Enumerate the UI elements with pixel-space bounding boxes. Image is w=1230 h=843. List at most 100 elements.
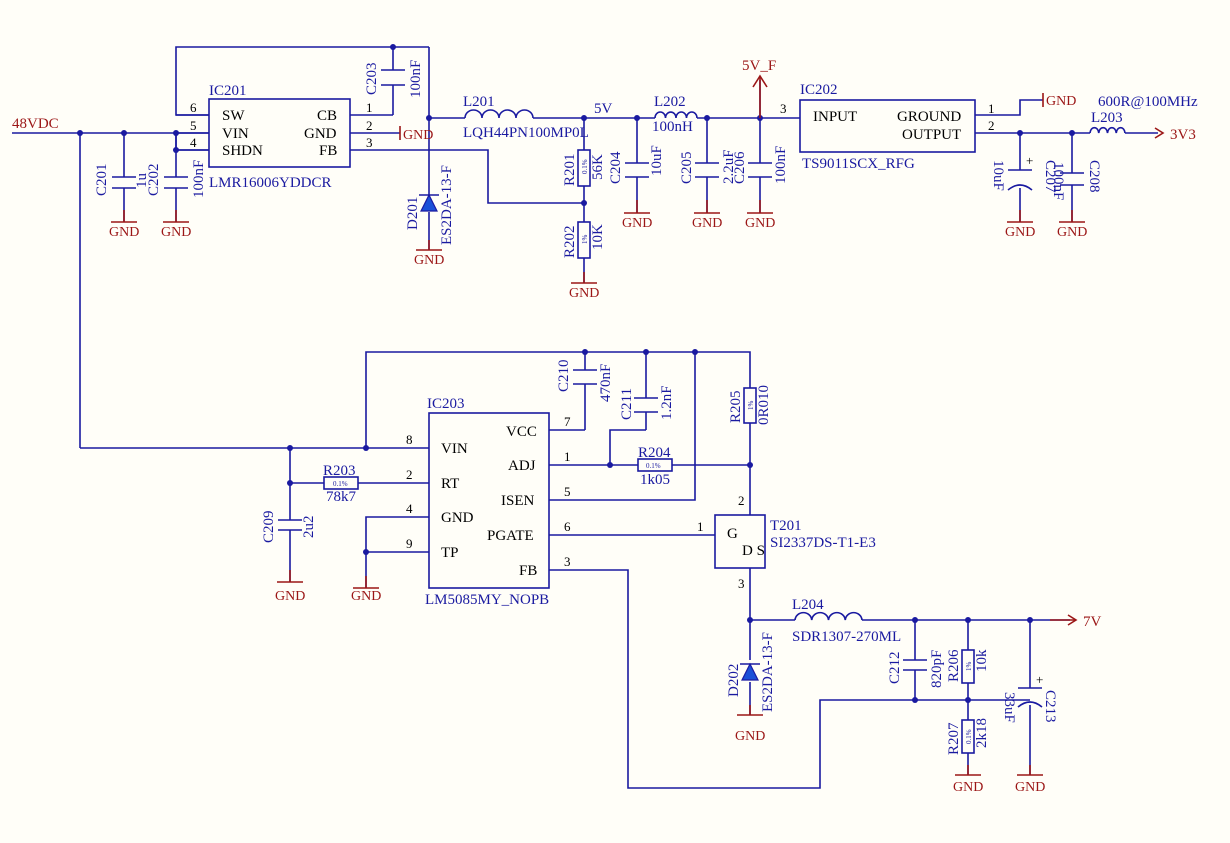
r204: 0.1% R204 1k05 — [637, 445, 673, 488]
c212-ref: C212 — [887, 651, 903, 684]
c212-val: 820pF — [929, 650, 945, 688]
c211-ref: C211 — [619, 388, 635, 420]
svg-text:GND: GND — [1005, 225, 1035, 240]
diodes: D201 ES2DA-13-F D202 ES2DA-13-F — [405, 165, 776, 712]
gnd-d202: GND — [735, 705, 765, 744]
c204: C204 10uF — [608, 145, 665, 184]
ic203-pin-isen: ISEN — [501, 493, 535, 509]
t201-part: SI2337DS-T1-E3 — [770, 535, 876, 551]
t201-ds: D S — [742, 543, 765, 559]
svg-text:GND: GND — [1015, 780, 1045, 795]
r207-val: 2k18 — [974, 718, 990, 748]
ic202-pin-num: 3 — [780, 101, 787, 116]
r205: 1% R205 0R010 — [728, 385, 772, 425]
ic203-pin-rt: RT — [441, 476, 459, 492]
svg-text:+: + — [1026, 153, 1033, 168]
ic203-pin-num: 4 — [406, 501, 413, 516]
junctions — [77, 44, 1075, 703]
r206-ref: R206 — [946, 649, 962, 682]
t201-gate: G — [727, 526, 738, 542]
ic203-pin-num: 5 — [564, 484, 571, 499]
r207-tol: 0.1% — [965, 729, 973, 744]
svg-text:GND: GND — [351, 589, 381, 604]
c210-ref: C210 — [556, 359, 572, 392]
c213: + C213 33uF — [1001, 672, 1058, 723]
gnd-ic201: GND — [399, 126, 433, 143]
ic202-ref: IC202 — [800, 82, 838, 98]
l204-val: SDR1307-270ML — [792, 629, 901, 645]
c209: C209 2u2 — [261, 510, 317, 543]
resistors: 0.1% R201 56K 1% R202 10K 0.1% R203 78k7… — [323, 149, 990, 755]
ic203-pin-tp: TP — [441, 545, 459, 561]
svg-text:GND: GND — [109, 225, 139, 240]
c202-ref: C202 — [146, 163, 162, 196]
ic202-pin-output: OUTPUT — [902, 127, 961, 143]
l201-ref: L201 — [463, 94, 495, 110]
ic203-pin-num: 3 — [564, 554, 571, 569]
r202-ref: R202 — [562, 225, 578, 258]
t201-pin-s: 2 — [738, 493, 745, 508]
c205-val: 2.2uF — [721, 149, 737, 184]
r207: 0.1% R207 2k18 — [946, 718, 990, 755]
c211-val: 1.2nF — [659, 385, 675, 420]
gnd-c205: GND — [692, 200, 722, 231]
c205: C205 2.2uF — [679, 149, 737, 184]
gnd-ic203: GND — [351, 576, 381, 604]
l201-val: LQH44PN100MP0L — [463, 125, 589, 141]
svg-text:GND: GND — [692, 216, 722, 231]
r202-val: 10K — [590, 224, 606, 250]
gnd-ic202: GND — [1042, 93, 1076, 109]
svg-text:GND: GND — [735, 729, 765, 744]
ic203-pin-gnd: GND — [441, 510, 474, 526]
wires-bottom — [80, 351, 1070, 789]
svg-text:GND: GND — [569, 286, 599, 301]
ic203-pin-pgate: PGATE — [487, 528, 534, 544]
capacitors: C201 1u C202 100nF C203 100nF C204 10uF … — [94, 60, 1102, 723]
ic202-pin-num: 2 — [988, 118, 995, 133]
ic203-pin-num: 9 — [406, 536, 413, 551]
c210-val: 470nF — [598, 364, 614, 402]
c208-ref: C208 — [1086, 160, 1102, 193]
ic203-pin-num: 8 — [406, 432, 413, 447]
c201-ref: C201 — [94, 163, 110, 196]
gnd-c202: GND — [161, 210, 191, 240]
gnd-r202: GND — [569, 272, 599, 301]
l203-val: 600R@100MHz — [1098, 94, 1198, 110]
t201: T201 SI2337DS-T1-E3 G D S 1 2 3 — [697, 493, 876, 591]
ic201-pin-fb: FB — [319, 143, 337, 159]
l204: L204 SDR1307-270ML — [792, 597, 901, 645]
net-5v: 5V — [594, 101, 613, 117]
ic202-pin-ground: GROUND — [897, 109, 961, 125]
c201: C201 1u — [94, 163, 150, 196]
c207-ref: C207 — [1042, 160, 1058, 193]
l204-ref: L204 — [792, 597, 824, 613]
t201-pin-g: 1 — [697, 519, 704, 534]
gnd-c213: GND — [1015, 765, 1045, 795]
ic201-pin-shdn: SHDN — [222, 143, 263, 159]
ic203-pin-adj: ADJ — [508, 458, 536, 474]
r202-tol: 1% — [581, 235, 589, 245]
r204-ref: R204 — [638, 445, 671, 461]
c211: C211 1.2nF — [619, 385, 675, 420]
c213-ref: C213 — [1042, 690, 1058, 723]
ic201-pin-num: 4 — [190, 135, 197, 150]
svg-text:GND: GND — [161, 225, 191, 240]
ic201-pin-num: 3 — [366, 135, 373, 150]
gnd-c209: GND — [275, 570, 305, 604]
net-3v3: 3V3 — [1170, 127, 1196, 143]
r201: 0.1% R201 56K — [562, 149, 606, 187]
c201-val: 1u — [134, 173, 150, 189]
r203: 0.1% R203 78k7 — [323, 463, 359, 505]
c203: C203 100nF — [364, 60, 424, 98]
d201-ref: D201 — [405, 197, 421, 230]
l202-val: 100nH — [652, 119, 693, 135]
c206: C206 100nF — [732, 146, 789, 184]
r201-val: 56K — [590, 154, 606, 180]
ic203-pin-vcc: VCC — [506, 424, 537, 440]
svg-text:GND: GND — [1057, 225, 1087, 240]
l201: L201 LQH44PN100MP0L — [463, 94, 589, 141]
r206-val: 10k — [974, 649, 990, 672]
r206-tol: 1% — [965, 662, 973, 672]
t201-pin-d: 3 — [738, 576, 745, 591]
